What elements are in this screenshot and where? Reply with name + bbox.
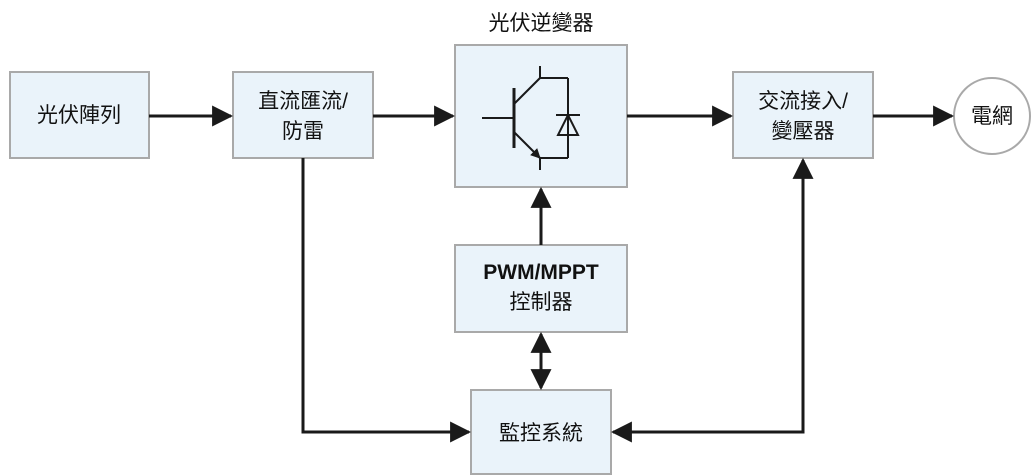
grid-label: 電網 <box>971 105 1013 128</box>
igbt-diode-icon <box>482 66 580 170</box>
arrow-monitor-ac <box>610 157 814 443</box>
controller-label-1: PWM/MPPT <box>483 261 599 284</box>
arrow-dc-to-monitor <box>301 158 472 443</box>
controller-block: PWM/MPPT 控制器 <box>454 244 628 333</box>
inverter-title: 光伏逆變器 <box>489 12 594 35</box>
monitoring-label: 監控系統 <box>499 422 583 445</box>
ac-transformer-block: 交流接入/ 變壓器 <box>732 71 874 159</box>
pv-array-block: 光伏陣列 <box>9 71 150 159</box>
dc-combiner-label-1: 直流匯流/ <box>258 90 348 113</box>
dc-combiner-label-2: 防雷 <box>282 120 324 143</box>
grid-node: 電網 <box>953 77 1031 155</box>
dc-combiner-block: 直流匯流/ 防雷 <box>232 71 374 159</box>
pv-array-label: 光伏陣列 <box>37 104 121 127</box>
ac-transformer-label-2: 變壓器 <box>772 120 835 143</box>
controller-label-2: 控制器 <box>510 291 573 314</box>
ac-transformer-label-1: 交流接入/ <box>758 90 848 113</box>
monitoring-block: 監控系統 <box>470 389 612 475</box>
inverter-block <box>454 44 628 188</box>
